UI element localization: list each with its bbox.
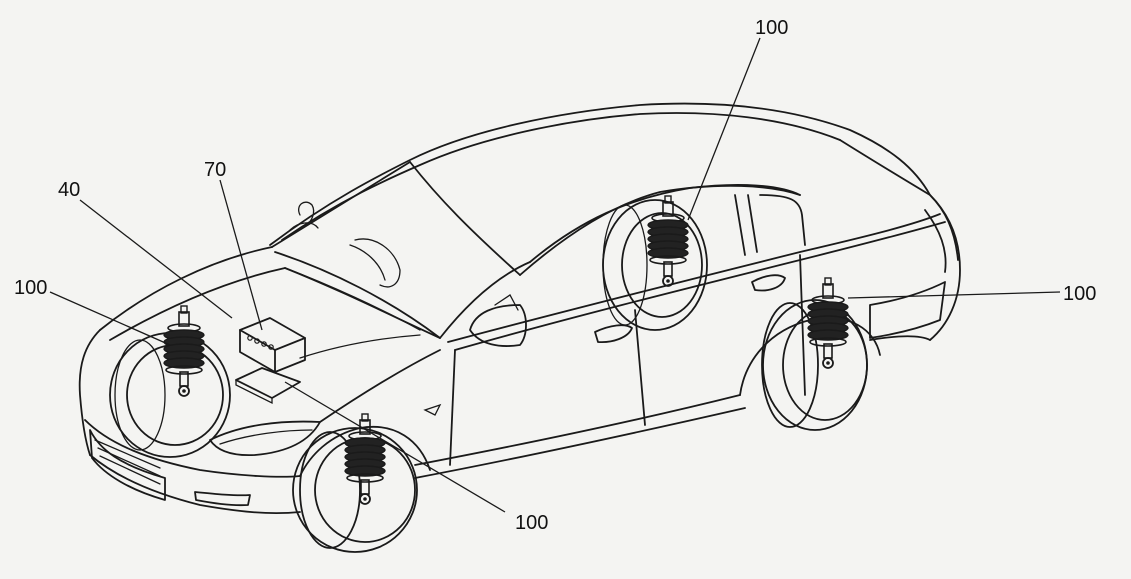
label-100-front-left: 100 (14, 277, 47, 299)
label-100-rear-left: 100 (755, 17, 788, 39)
leader-lines (49, 37, 1061, 513)
label-40: 40 (58, 179, 80, 201)
label-100-rear-right: 100 (1063, 283, 1096, 305)
label-70: 70 (204, 159, 226, 181)
suspension-unit-rear-right (807, 277, 849, 369)
rear-left-wheel (602, 199, 708, 331)
air-supply-plate (235, 367, 301, 405)
label-100-front-right: 100 (515, 512, 548, 534)
car-body (78, 102, 961, 515)
rear-right-wheel (761, 299, 868, 431)
control-unit-box (239, 317, 306, 373)
suspension-unit-front-left (163, 305, 205, 397)
